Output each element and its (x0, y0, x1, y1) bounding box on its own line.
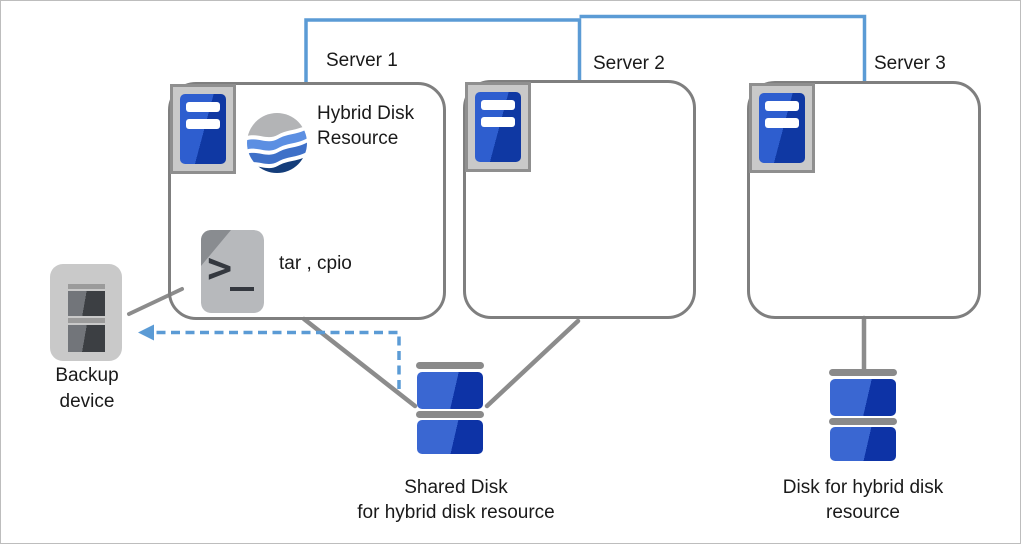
backup-slot (68, 318, 105, 323)
tower-bar (765, 118, 799, 128)
server2-box (463, 80, 696, 319)
svg-text:>: > (207, 243, 232, 292)
disk-platter (417, 372, 483, 409)
backup-cartridge (68, 325, 105, 352)
disk-cap (416, 362, 484, 369)
backup-device-icon (50, 264, 122, 361)
tar-cpio-label: tar , cpio (279, 253, 352, 274)
hybrid-disk-resource-label: Hybrid Disk Resource (317, 103, 415, 149)
dashed-backup-arrowhead (138, 324, 154, 341)
backup-cartridge (68, 291, 105, 316)
server3-label: Server 3 (874, 53, 946, 74)
disk-cap (829, 369, 897, 376)
server1-box (168, 82, 446, 320)
server2-label: Server 2 (593, 53, 665, 74)
interconnect-server2-server3 (579, 14, 867, 83)
server-tower-glyph (759, 93, 805, 163)
disk-cap (829, 418, 897, 425)
shared-disk-label-line1: Shared Disk (404, 477, 508, 498)
shared-disk-label-line2: for hybrid disk resource (357, 502, 555, 523)
link-server2-to-shared-disk (484, 318, 581, 409)
disk-platter (830, 427, 896, 461)
tower-bar (186, 119, 220, 129)
disk-platter (830, 379, 896, 416)
wave-globe-icon (247, 113, 307, 173)
interconnect-server1-server2 (304, 18, 582, 85)
shared-disk-icon (416, 362, 484, 454)
server-tower-glyph (180, 94, 226, 164)
disk-platter (417, 420, 483, 454)
shell-script-file-icon: > (201, 230, 264, 313)
backup-device-label: Backup device (55, 365, 119, 412)
server-tower-glyph (475, 92, 521, 162)
shared-disk-label: Shared Disk for hybrid disk resource (331, 475, 581, 525)
tower-bar (186, 102, 220, 112)
server2-tower-icon (465, 82, 531, 172)
tower-bar (481, 117, 515, 127)
server3-box (747, 81, 981, 319)
hybrid-disk-label: Disk for hybrid disk resource (738, 475, 988, 525)
dashed-backup-arrow-line (152, 330, 401, 389)
hybrid-disk-label-line1: Disk for hybrid disk (782, 477, 944, 498)
tower-bar (765, 101, 799, 111)
server1-tower-icon (170, 84, 236, 174)
server1-label: Server 1 (326, 50, 398, 71)
hybrid-disk-label-line2: resource (826, 502, 900, 523)
hybrid-disk-icon (829, 369, 897, 461)
disk-cap (416, 411, 484, 418)
server3-tower-icon (749, 83, 815, 173)
tower-bar (481, 100, 515, 110)
backup-slot (68, 284, 105, 289)
